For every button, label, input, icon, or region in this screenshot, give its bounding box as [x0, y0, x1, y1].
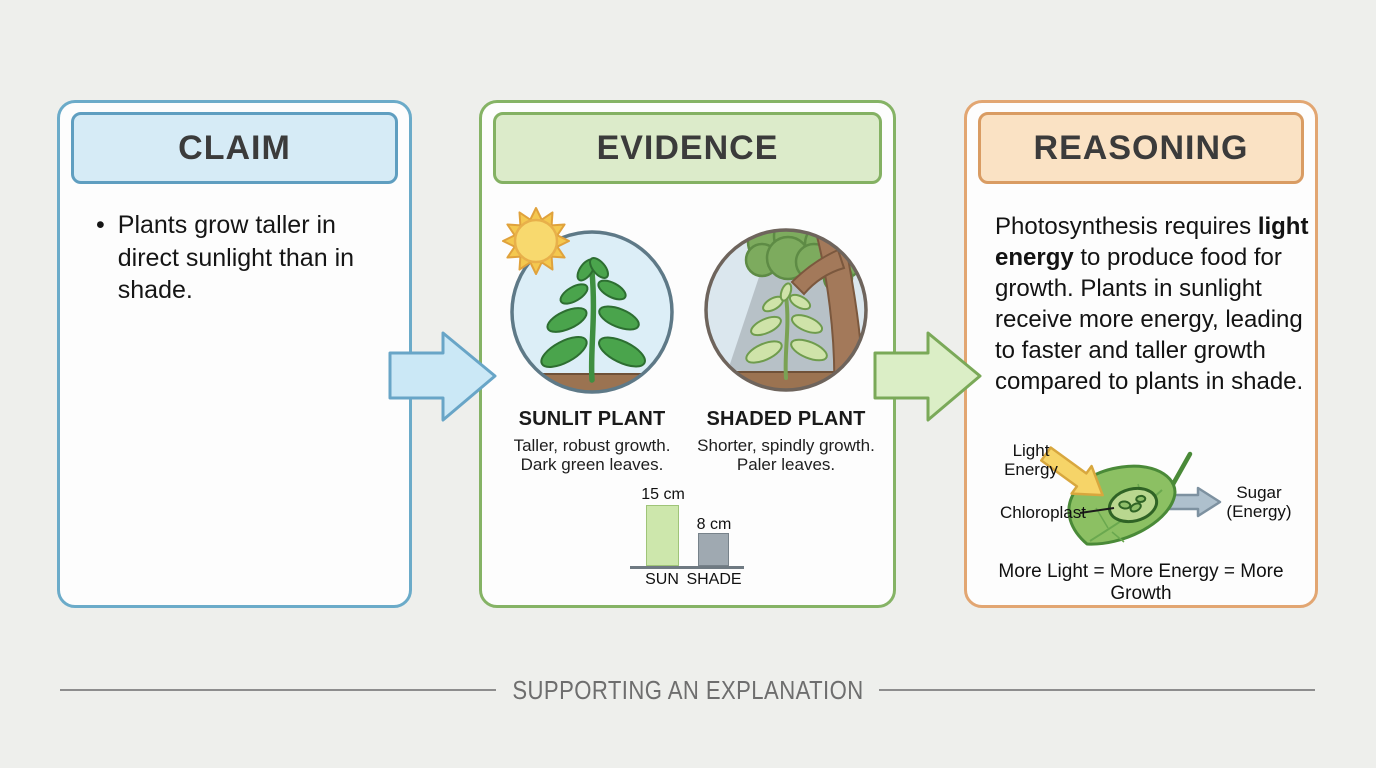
bar-value-shade: 8 cm — [696, 516, 732, 533]
sunlit-plant-illustration — [510, 230, 674, 394]
pale-plant-leaves — [745, 282, 828, 364]
sunlit-desc-line2: Dark green leaves. — [520, 455, 664, 474]
chart-baseline — [630, 566, 744, 569]
claim-title: CLAIM — [178, 128, 291, 167]
claim-header: CLAIM — [71, 112, 398, 184]
tree-icon — [744, 230, 866, 390]
arrow-evidence-to-reasoning-icon — [873, 331, 982, 422]
shaded-desc-line1: Shorter, spindly growth. — [697, 436, 875, 455]
shaded-plant-caption: SHADED PLANT Shorter, spindly growth. Pa… — [686, 408, 886, 474]
reasoning-header: REASONING — [978, 112, 1304, 184]
shaded-plant-illustration — [704, 228, 868, 392]
photosynthesis-diagram — [1040, 446, 1222, 546]
light-energy-label: Light Energy — [1004, 441, 1058, 479]
evidence-panel: EVIDENCE — [479, 100, 896, 608]
footer-divider-right — [879, 689, 1315, 691]
chloroplast-label: Chloroplast — [1000, 503, 1086, 522]
claim-bullet-item: • Plants grow taller in direct sunlight … — [96, 209, 388, 307]
sugar-label: Sugar (Energy) — [1226, 483, 1292, 521]
footer-divider-left — [60, 689, 496, 691]
reasoning-panel: REASONING Photosynthesis requires light … — [964, 100, 1318, 608]
evidence-illustration — [502, 207, 868, 394]
bar-category-sun: SUN — [645, 571, 679, 588]
claim-panel: CLAIM • Plants grow taller in direct sun… — [57, 100, 412, 608]
shaded-desc-line2: Paler leaves. — [736, 455, 836, 474]
bar-sun — [646, 505, 679, 566]
arrow-claim-to-evidence-icon — [388, 331, 497, 422]
claim-bullet-text: Plants grow taller in direct sunlight th… — [117, 211, 355, 304]
evidence-header: EVIDENCE — [493, 112, 882, 184]
growth-formula: More Light = More Energy = More Growth — [998, 561, 1284, 604]
chloroplast-icon — [1107, 486, 1159, 524]
evidence-title: EVIDENCE — [596, 128, 779, 167]
light-energy-arrow-icon — [1040, 446, 1104, 497]
bullet-icon: • — [96, 211, 105, 239]
bar-category-shade: SHADE — [686, 571, 742, 588]
reasoning-title: REASONING — [1033, 128, 1249, 167]
footer-caption: SUPPORTING AN EXPLANATION — [512, 675, 864, 705]
sunlit-plant-caption: SUNLIT PLANT Taller, robust growth. Dark… — [492, 408, 692, 474]
bar-value-sun: 15 cm — [641, 486, 685, 503]
chloroplast-pointer-line — [1079, 507, 1115, 514]
reasoning-paragraph: Photosynthesis requires light energy to … — [995, 213, 1309, 395]
bar-shade — [698, 533, 729, 566]
sun-icon — [502, 207, 570, 275]
sunlit-plant-label: SUNLIT PLANT — [518, 408, 666, 430]
light-energy-bold: light energy — [995, 213, 1309, 271]
plant-leaves — [540, 257, 646, 368]
sunlit-desc-line1: Taller, robust growth. — [513, 436, 671, 455]
shaded-plant-label: SHADED PLANT — [706, 408, 866, 430]
